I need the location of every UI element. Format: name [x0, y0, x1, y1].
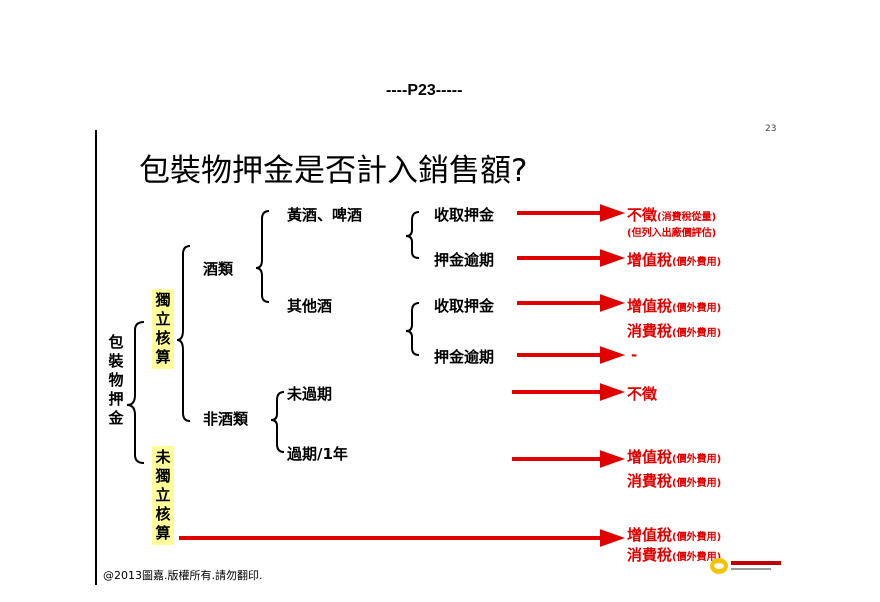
- slide-title: 包裝物押金是否計入銷售額?: [139, 153, 528, 189]
- alcohol-brace: [255, 210, 270, 303]
- result-4: 消費稅(價外費用): [627, 320, 721, 341]
- result-3: 增值稅(價外費用): [627, 295, 721, 316]
- non-alcohol-brace: [270, 391, 285, 453]
- arrow-head-6: [600, 450, 626, 468]
- slide-page-number: 23: [765, 124, 777, 134]
- tree-lines: [126, 204, 626, 547]
- result-9: 增值稅(價外費用): [627, 524, 721, 545]
- arrow-head-3: [600, 294, 626, 312]
- expired-label: 過期/1年: [287, 445, 348, 463]
- arrow-head-1: [600, 204, 626, 222]
- result-9-note: (價外費用): [672, 532, 722, 543]
- collect-deposit-2: 收取押金: [434, 297, 495, 315]
- yellow-beer-brace: [405, 211, 420, 259]
- other-liquor-label: 其他酒: [287, 297, 333, 315]
- arrow-head-2: [600, 249, 626, 267]
- result-10: 消費稅(價外費用): [627, 544, 721, 565]
- arrow-head-4: [600, 346, 626, 364]
- not-independent-label: 未獨立核算: [152, 446, 174, 545]
- non-alcohol-label: 非酒類: [203, 410, 249, 428]
- result-8: 消費稅(價外費用): [627, 470, 721, 491]
- page-label: ----P23-----: [386, 82, 463, 99]
- result-3-main: 增值稅: [627, 297, 673, 315]
- result-7-main: 增值稅: [627, 448, 673, 466]
- other-liquor-brace: [405, 302, 420, 356]
- result-8-main: 消費稅: [627, 472, 673, 490]
- collect-deposit-1: 收取押金: [434, 206, 495, 224]
- result-5: -: [631, 346, 638, 364]
- result-7-note: (價外費用): [672, 454, 722, 465]
- independent-label: 獨立核算: [152, 289, 174, 369]
- result-9-main: 增值稅: [627, 526, 673, 544]
- result-10-note: (價外費用): [672, 552, 722, 563]
- result-1-note: (消費稅從量): [657, 212, 717, 223]
- result-4-main: 消費稅: [627, 322, 673, 340]
- slide: 23 包裝物押金是否計入銷售額?: [95, 124, 787, 585]
- overdue-deposit-2: 押金逾期: [434, 348, 495, 366]
- alcohol-label: 酒類: [203, 260, 234, 278]
- company-logo-icon: [710, 558, 781, 574]
- root-brace: [126, 321, 145, 464]
- result-2: 增值稅(價外費用): [627, 249, 721, 270]
- result-1: 不徵(消費稅從量): [627, 204, 716, 225]
- result-1-note2: (但列入出廠價評估): [627, 228, 717, 239]
- not-expired-label: 未過期: [287, 385, 333, 403]
- copyright: @2013圖嘉.版權所有.請勿翻印.: [103, 569, 263, 582]
- result-1-main: 不徵: [627, 206, 658, 224]
- arrow-head-7: [600, 529, 626, 547]
- yellow-beer-label: 黃酒、啤酒: [287, 206, 363, 224]
- arrow-head-5: [600, 383, 626, 401]
- overdue-deposit-1: 押金逾期: [434, 251, 495, 269]
- result-6: 不徵: [627, 385, 658, 403]
- result-10-main: 消費稅: [627, 546, 673, 564]
- result-2-note: (價外費用): [672, 257, 722, 268]
- root-label: 包裝物押金: [108, 333, 124, 427]
- result-8-note: (價外費用): [672, 478, 722, 489]
- result-4-note: (價外費用): [672, 328, 722, 339]
- result-7: 增值稅(價外費用): [627, 446, 721, 467]
- independent-brace: [176, 245, 191, 422]
- result-2-main: 增值稅: [627, 251, 673, 269]
- result-3-note: (價外費用): [672, 303, 722, 314]
